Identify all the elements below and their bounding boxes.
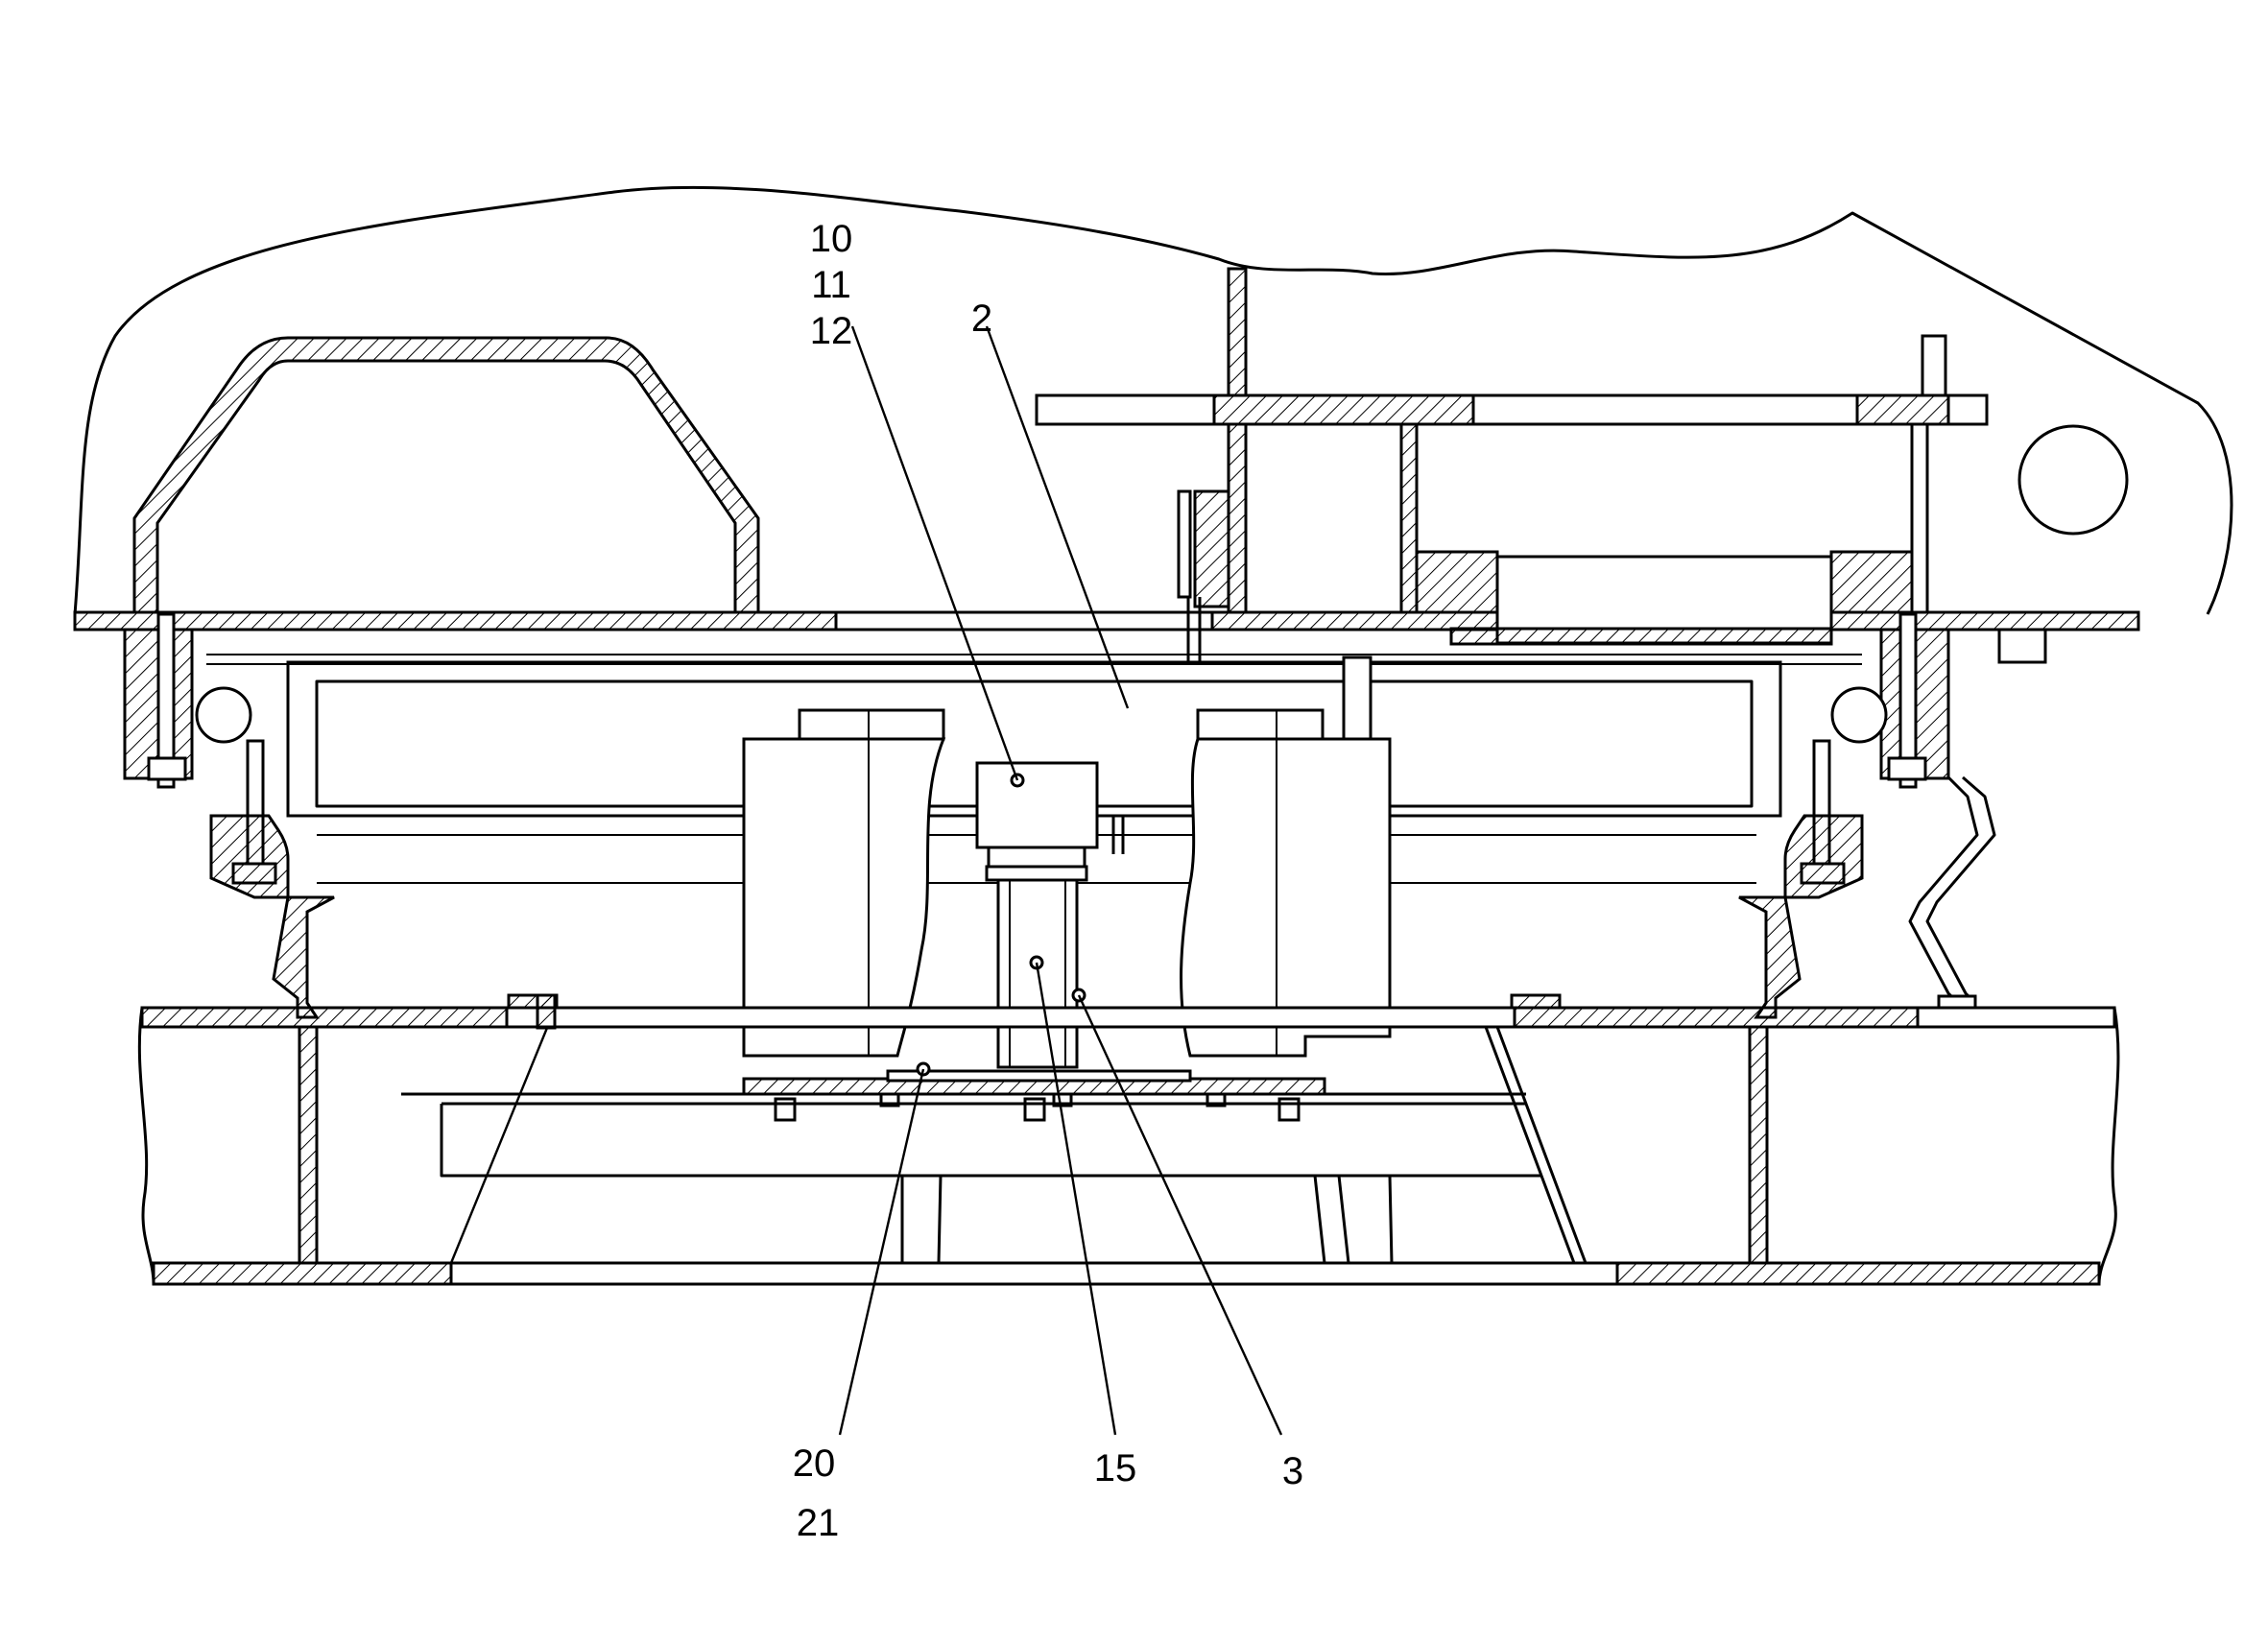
left-motor-cap [798, 708, 945, 741]
callout-2: 2 [971, 298, 992, 340]
left-spacer [536, 993, 557, 1030]
callout-12: 12 [810, 310, 853, 352]
actuator-head [975, 761, 1099, 849]
upper-right-block-right [1829, 550, 1914, 614]
bolt-1 [774, 1097, 797, 1122]
right-lower-web [1748, 1025, 1769, 1265]
right-motor-block [1180, 737, 1392, 1058]
right-pad [1510, 993, 1562, 1010]
leader-2 [985, 325, 1130, 709]
right-motor-cap [1196, 708, 1325, 741]
leader-10-11-12 [850, 325, 1019, 781]
right-hose [1908, 775, 1996, 1005]
leader-left-pad [449, 1027, 549, 1264]
support-tray [401, 1092, 1540, 1178]
left-lower-web [298, 1025, 319, 1265]
lower-bottom-plate-mid [449, 1261, 1619, 1286]
left-bolt [156, 612, 176, 789]
upper-right-pin [1921, 334, 1947, 397]
lower-upper-plate-right [1513, 1006, 1920, 1029]
diagonal-strut [1484, 1026, 1588, 1264]
leader-15 [1035, 962, 1117, 1436]
left-ring-profile [209, 814, 335, 1019]
lower-upper-plate-mid [505, 1006, 1516, 1029]
callout-3: 3 [1282, 1450, 1303, 1492]
upper-right-insert-base [1449, 627, 1833, 646]
upper-right-web-2 [1910, 422, 1929, 614]
callout-20: 20 [793, 1442, 836, 1485]
actuator-collar [985, 865, 1088, 882]
cable-bracket-left [1177, 489, 1192, 599]
leader-20-21 [838, 1068, 925, 1436]
left-roller [195, 686, 252, 744]
upper-right-top-plate-hatch-2 [1855, 393, 1950, 426]
upper-right-web [1399, 422, 1419, 614]
callout-15: 15 [1094, 1447, 1137, 1489]
left-dome-housing [132, 336, 760, 614]
upper-right-block-left [1415, 550, 1499, 614]
upper-right-top-plate [1035, 393, 1989, 426]
callout-21: 21 [797, 1502, 840, 1544]
upper-body-outline [73, 185, 2233, 615]
lower-frame-right-break [2097, 1007, 2120, 1285]
right-roller [1830, 686, 1888, 744]
lower-bottom-plate-right [1615, 1261, 2101, 1286]
lower-frame-left-break [137, 1007, 155, 1285]
left-motor-block [742, 737, 946, 1058]
right-stub [1997, 628, 2047, 664]
lower-bottom-plate [152, 1261, 453, 1286]
callout-10: 10 [810, 218, 853, 260]
inner-post [900, 1175, 1394, 1264]
right-bolt [1898, 612, 1918, 789]
bolt-3 [1277, 1097, 1301, 1122]
callout-11: 11 [811, 264, 851, 306]
lower-upper-plate [140, 1006, 509, 1029]
motor-base-plate-mid [886, 1069, 1192, 1083]
upper-main-plate-gap [834, 610, 1214, 631]
cable-bracket-hatch [1193, 489, 1230, 608]
actuator-neck [987, 846, 1086, 869]
right-ring-profile [1738, 814, 1864, 1019]
central-web [1227, 267, 1248, 614]
right-nut [1887, 756, 1927, 781]
upper-main-plate [73, 610, 838, 631]
upper-right-top-plate-hatch [1212, 393, 1475, 426]
leader-3 [1077, 994, 1283, 1436]
pivot-hole [2017, 424, 2129, 536]
right-motor-post [1342, 655, 1373, 741]
left-nut [147, 756, 187, 781]
lower-upper-plate-end [1916, 1006, 2116, 1029]
bolt-2 [1023, 1097, 1046, 1122]
